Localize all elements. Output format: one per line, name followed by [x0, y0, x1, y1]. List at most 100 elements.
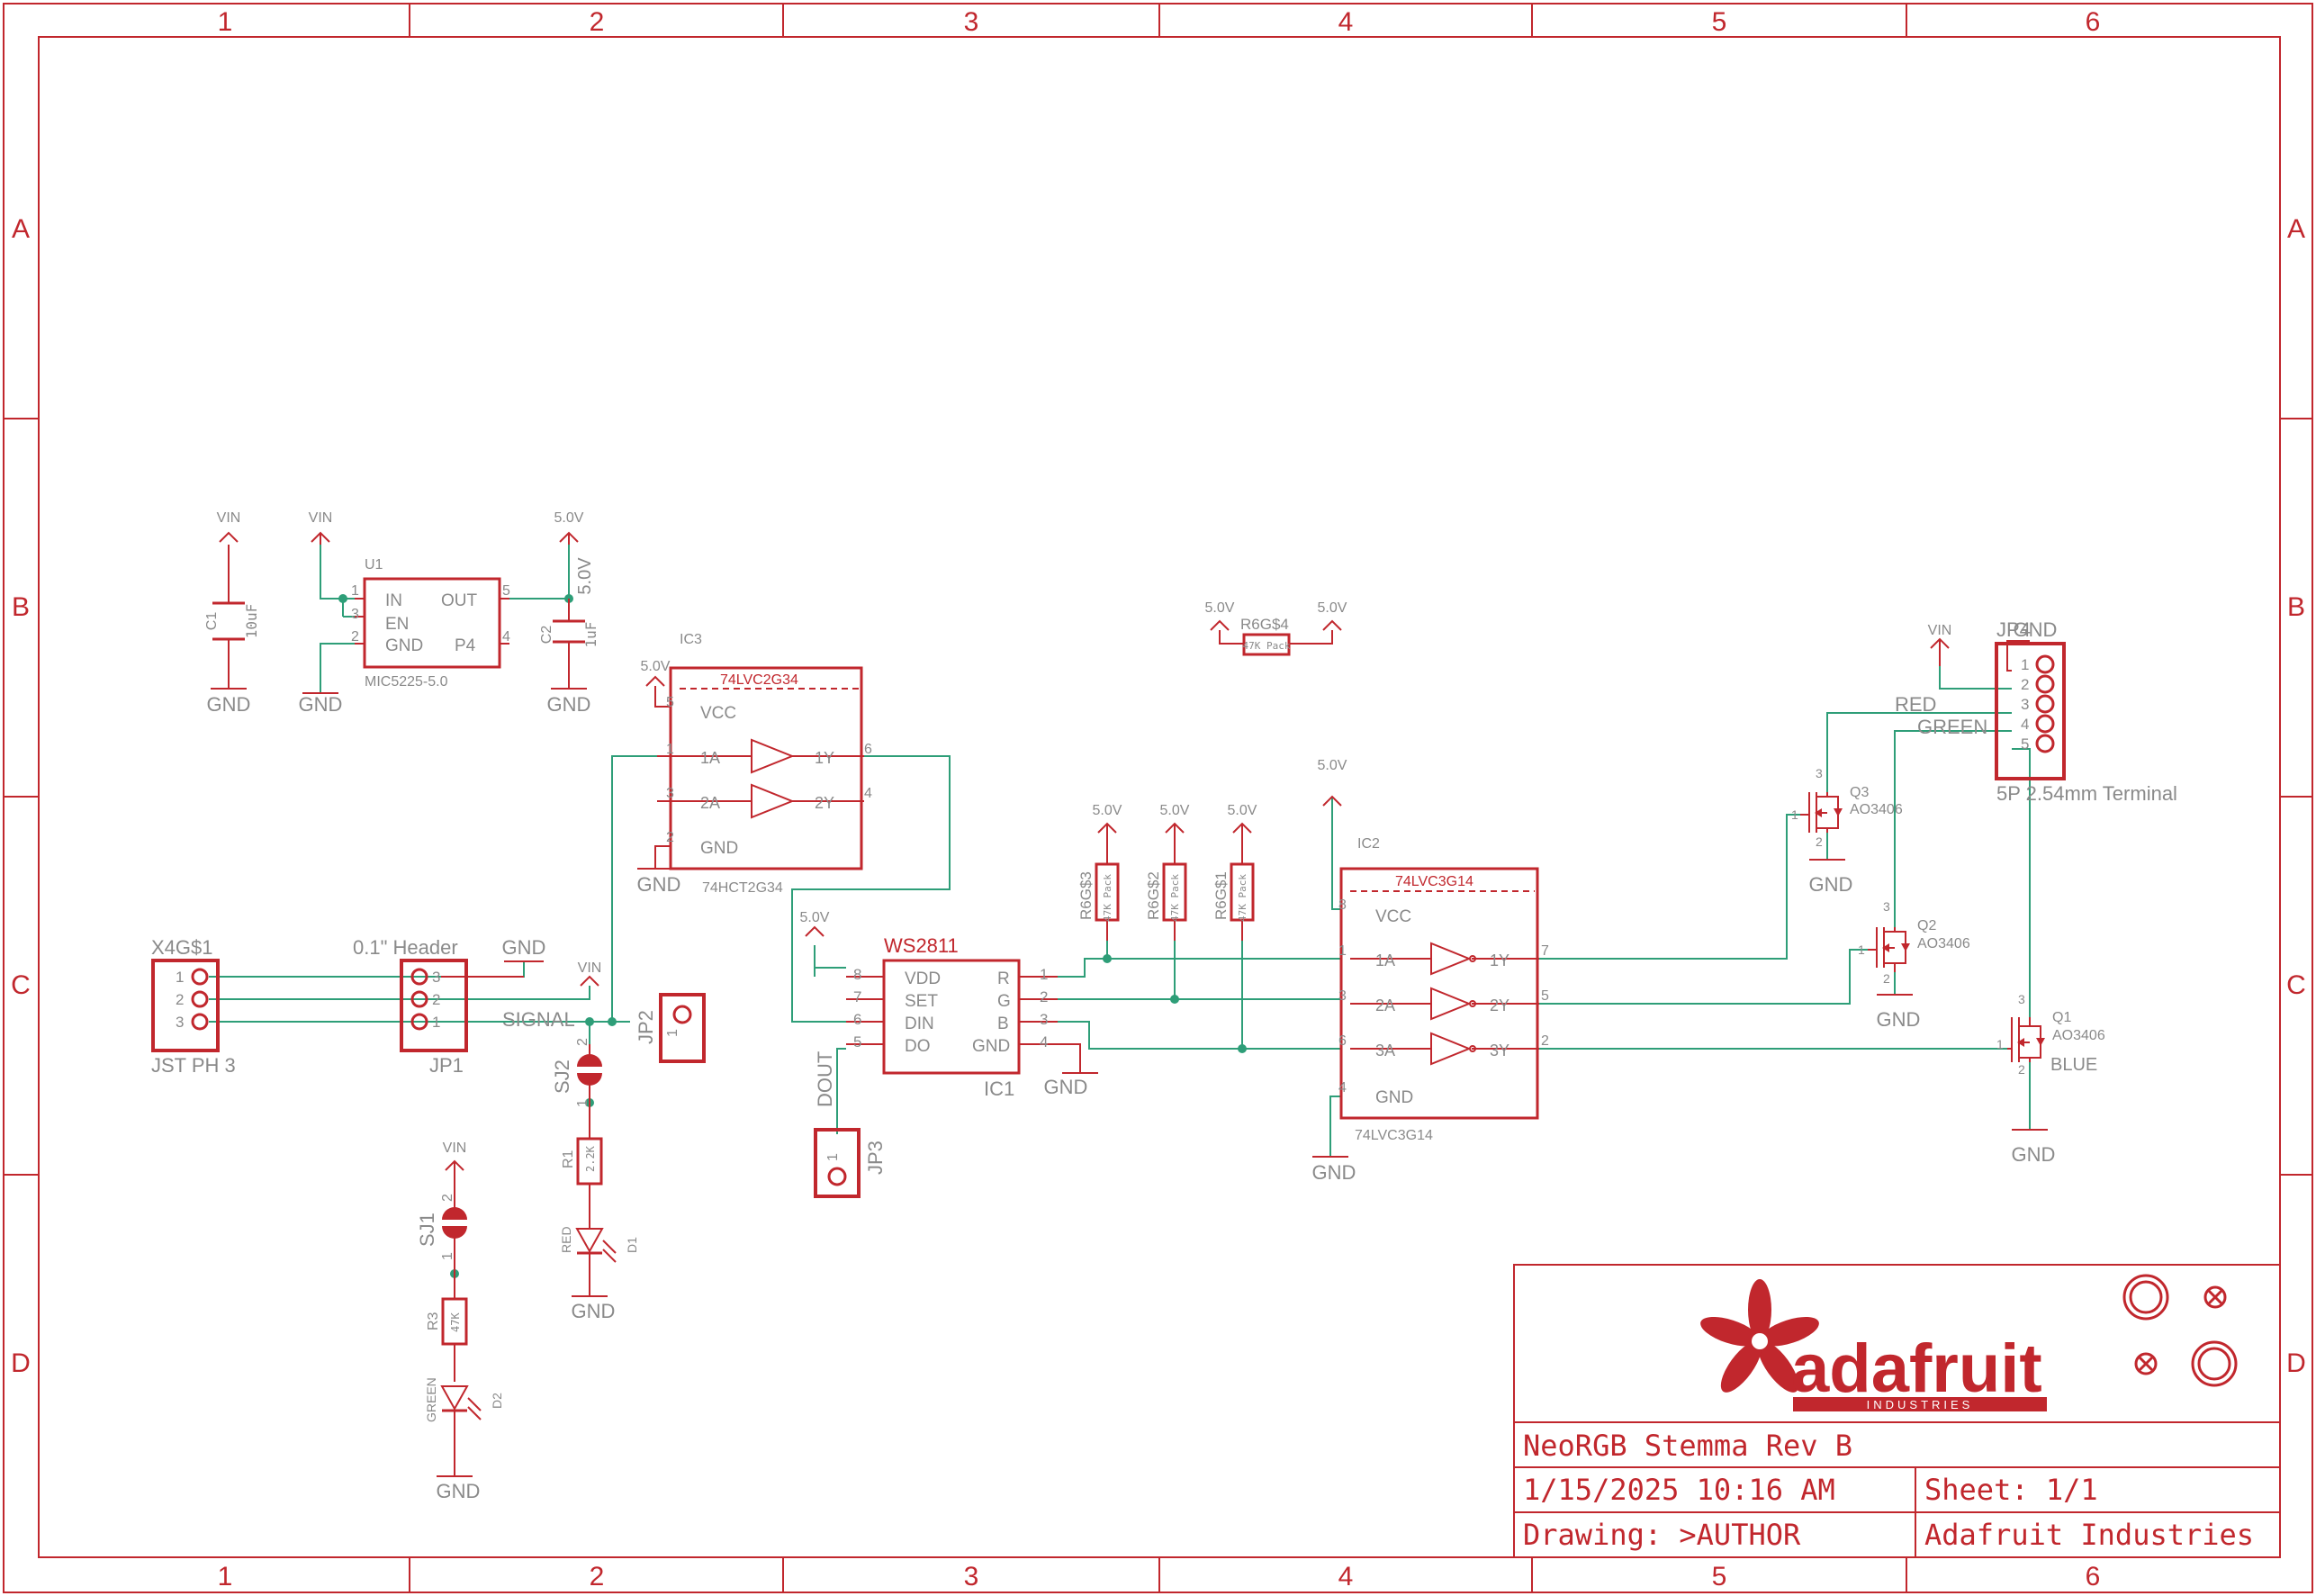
- q2-pin-s: 2: [1883, 971, 1890, 986]
- u1-pin-num: 1: [351, 583, 359, 599]
- ic2-vcc: VCC: [1375, 907, 1411, 926]
- r6g1-name: R6G$1: [1212, 871, 1230, 920]
- jp1-pin-num: 1: [432, 1014, 440, 1031]
- wires: [209, 545, 2031, 1157]
- ic1-pin-num: 5: [853, 1033, 861, 1050]
- drawing-author: Drawing: >AUTHOR: [1523, 1518, 1801, 1552]
- resistor-r6g2: R6G$2 47K Pack: [1145, 862, 1187, 941]
- pad-jp3: JP3 1 DOUT: [814, 1051, 887, 1198]
- ic2-pin-num: 1: [1338, 943, 1347, 959]
- green-net-label: GREEN: [1917, 716, 1987, 738]
- col-label: 5: [1712, 1562, 1727, 1591]
- gnd-label: GND: [1877, 1008, 1921, 1031]
- jp2-name: JP2: [635, 1010, 657, 1044]
- gnd-label: GND: [637, 873, 681, 896]
- sj1-pin-num: 2: [440, 1194, 455, 1202]
- 5v-label: 5.0V: [1318, 758, 1347, 773]
- r6g2-name: R6G$2: [1145, 871, 1162, 920]
- resistor-r6g3: R6G$3 47K Pack: [1077, 862, 1120, 941]
- terminal-jp4: JP4 5P 2.54mm Terminal 1 2 3 4 5 RED GRE…: [1895, 618, 2177, 805]
- ic3-pin-num: 2: [666, 830, 674, 845]
- jp3-name: JP3: [864, 1141, 887, 1175]
- gnd-label: GND: [1809, 873, 1853, 896]
- q1-pin-s: 2: [2018, 1062, 2025, 1077]
- ic1-pin-vdd: VDD: [905, 969, 941, 988]
- power-rails: [211, 531, 2048, 1477]
- ic3-pin-2a: 2A: [700, 794, 720, 812]
- row-label: C: [2286, 970, 2306, 1000]
- c2-rail-label: 5.0V: [575, 557, 595, 595]
- ic2-name: IC2: [1357, 836, 1380, 852]
- r1-value: 2.2K: [584, 1145, 597, 1172]
- resistor-r1: R1 2.2K: [561, 1103, 603, 1229]
- 5v-label: 5.0V: [1205, 600, 1235, 616]
- ic2-pin-2a: 2A: [1375, 996, 1395, 1014]
- q2-name: Q2: [1917, 918, 1936, 933]
- q1-pin-g: 1: [1996, 1037, 2004, 1051]
- col-label: 2: [590, 1562, 605, 1591]
- jumper-sj1: SJ1 2 1: [416, 1193, 467, 1274]
- dout-net-label: DOUT: [814, 1051, 836, 1107]
- d1-color: RED: [559, 1226, 573, 1253]
- col-label: 3: [964, 7, 979, 37]
- vin-label: VIN: [1928, 623, 1952, 638]
- r6g3-name: R6G$3: [1077, 871, 1095, 920]
- 5v-label: 5.0V: [800, 910, 830, 925]
- resistor-r6g1: R6G$1 47K Pack: [1212, 862, 1255, 941]
- ic3-pin-1y: 1Y: [815, 749, 834, 767]
- gnd-label: GND: [207, 693, 251, 716]
- d1-name: D1: [625, 1237, 639, 1253]
- resistor-r6g4: R6G$4 47K Pack: [1240, 616, 1291, 656]
- q3-pin-d: 3: [1816, 766, 1823, 780]
- gnd-label: GND: [572, 1300, 616, 1322]
- ic3-vcc: VCC: [700, 704, 736, 723]
- sj2-pin-num: 1: [575, 1099, 590, 1107]
- row-label: A: [2287, 214, 2305, 244]
- ic1-name: IC1: [984, 1078, 1014, 1100]
- frame-labels: 1 2 3 4 5 6 1 2 3 4 5 6 A B C D A B C D: [11, 7, 2306, 1591]
- capacitor-c1: C1 10uF: [204, 594, 260, 650]
- 5v-label: 5.0V: [1093, 803, 1122, 818]
- ic2-pin-num: 4: [1338, 1080, 1347, 1096]
- col-label: 1: [218, 1562, 233, 1591]
- x4-pin-num: 3: [176, 1014, 184, 1031]
- r3-value: 47K: [449, 1312, 462, 1332]
- d2-color: GREEN: [424, 1377, 438, 1422]
- company-name: Adafruit Industries: [1924, 1518, 2254, 1552]
- u1-pin-en: EN: [385, 615, 409, 634]
- ic3-gnd: GND: [700, 839, 738, 858]
- mosfet-q2: Q2 AO3406 1 3 2: [1858, 899, 1970, 986]
- vin-label: VIN: [309, 510, 333, 526]
- jp1-part: 0.1" Header: [353, 936, 458, 959]
- ic2-gnd: GND: [1375, 1088, 1413, 1107]
- r3-name: R3: [426, 1312, 441, 1330]
- ic1-pin-b: B: [997, 1014, 1009, 1033]
- r6g4-name: R6G$4: [1240, 616, 1289, 633]
- signal-net-label: SIGNAL: [502, 1008, 575, 1031]
- c1-name: C1: [204, 612, 220, 631]
- row-label: B: [12, 592, 30, 622]
- jp4-pin-num: 5: [2021, 735, 2029, 753]
- jp1-pin-num: 2: [432, 991, 440, 1008]
- vin-label: VIN: [217, 510, 241, 526]
- inverter-ic2: IC2 74LVC3G14 74LVC3G14 VCC GND 1A 2A 3A…: [1338, 836, 1549, 1143]
- r1-name: R1: [561, 1150, 576, 1168]
- resistor-r3: R3 47K: [426, 1274, 468, 1382]
- u1-pin-num: 4: [502, 629, 510, 645]
- u1-pin-out: OUT: [441, 591, 478, 610]
- ic3-pin-num: 5: [666, 695, 674, 710]
- ic2-pin-3a: 3A: [1375, 1041, 1395, 1059]
- ic2-pin-num: 2: [1541, 1033, 1549, 1049]
- sj1-name: SJ1: [416, 1213, 438, 1247]
- c1-value: 10uF: [243, 604, 260, 639]
- jp4-pin-num: 1: [2021, 656, 2029, 673]
- red-net-label: RED: [1895, 693, 1936, 716]
- 5v-label: 5.0V: [1160, 803, 1190, 818]
- sheet-number: Sheet: 1/1: [1924, 1473, 2098, 1507]
- mounting-holes-icon: [2122, 1274, 2238, 1387]
- q3-pin-g: 1: [1791, 807, 1798, 822]
- q1-part: AO3406: [2052, 1028, 2105, 1043]
- drawing-date: 1/15/2025 10:16 AM: [1523, 1473, 1835, 1507]
- q3-pin-s: 2: [1816, 834, 1823, 849]
- gnd-label: GND: [1044, 1076, 1088, 1098]
